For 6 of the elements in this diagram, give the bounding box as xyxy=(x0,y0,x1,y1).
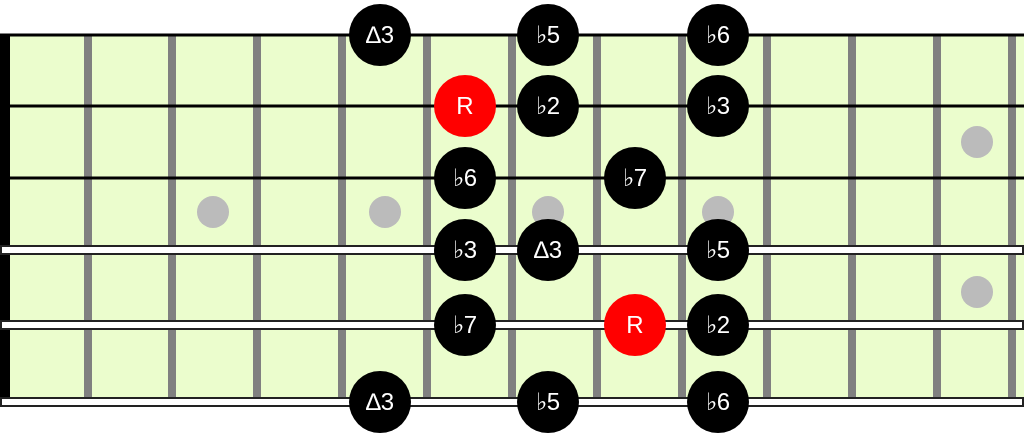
note-circle: ∆3 xyxy=(349,4,411,66)
note-circle: ∆3 xyxy=(349,371,411,433)
note-circle: ♭5 xyxy=(517,371,579,433)
note-circle: ♭6 xyxy=(687,4,749,66)
note-circle: ♭5 xyxy=(517,4,579,66)
note-circle: ♭6 xyxy=(687,371,749,433)
